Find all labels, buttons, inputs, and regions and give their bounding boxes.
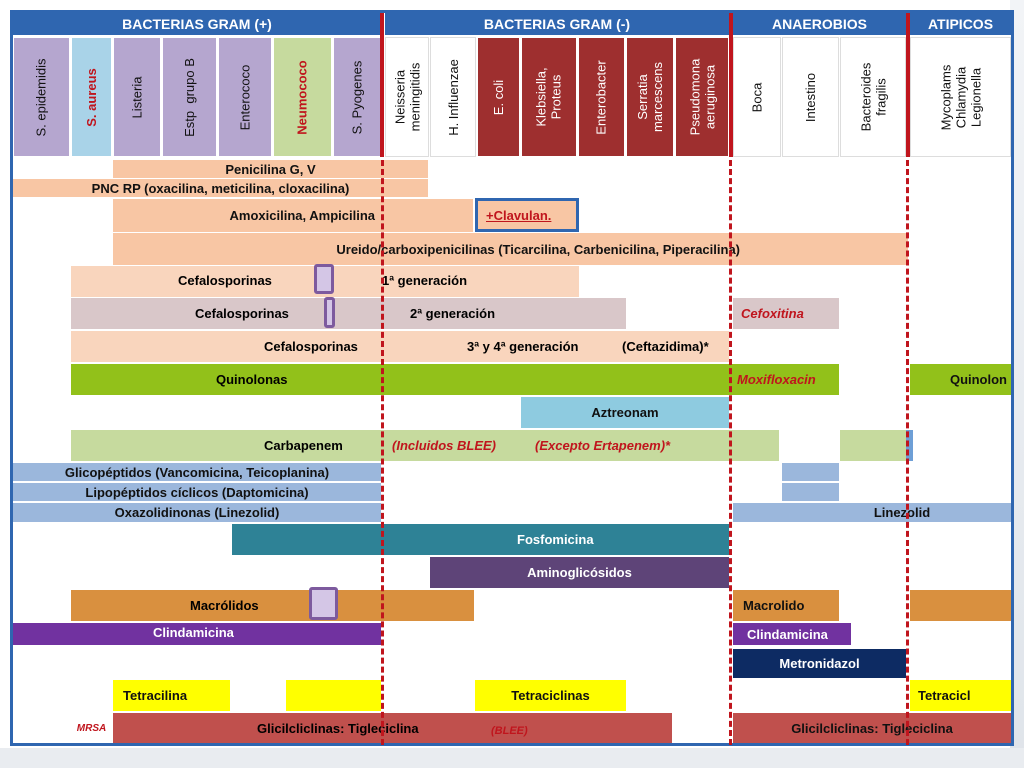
carbapenem-label: Carbapenem <box>264 438 343 453</box>
col-klebsiella: Klebsiella, Proteus <box>521 37 577 157</box>
cefa2-label: Cefalosporinas <box>195 306 289 321</box>
col-boca: Boca <box>733 37 781 157</box>
carbapenem-atipicos-tick <box>906 430 913 461</box>
cefa3-gen: 3ª y 4ª generación <box>467 339 579 354</box>
col-pseudomona: Pseudomona aeruginosa <box>675 37 729 157</box>
cefa1-label: Cefalosporinas <box>178 273 272 288</box>
fosfomicina-label: Fosfomicina <box>517 532 594 547</box>
header-anaerobios: ANAEROBIOS <box>733 13 906 35</box>
row-quinolonas <box>71 364 733 395</box>
col-estp-grupo-b: Estp grupo B <box>162 37 217 157</box>
metronidazol-cell: Metronidazol <box>733 649 906 678</box>
macrolido-atipicos-cell <box>910 590 1011 621</box>
divider-anaerobios-header <box>906 13 910 157</box>
glicilciclinas-label: Glicilcliclinas: Tigleciclina <box>257 721 419 736</box>
tetracicl-cell: Tetracicl <box>910 680 1011 711</box>
moxifloxacin-cell: Moxifloxacin <box>733 364 839 395</box>
macrolidos-label: Macrólidos <box>190 598 259 613</box>
col-s-pyogenes: S. Pyogenes <box>333 37 381 157</box>
row-cefa2 <box>71 298 626 329</box>
row-tetracilina: Tetracilina <box>113 680 230 711</box>
divider-gram-neg-header <box>729 13 733 157</box>
col-enterobacter: Enterobacter <box>578 37 625 157</box>
divider-anaerobios <box>906 160 909 745</box>
row-carbapenem <box>71 430 779 461</box>
divider-gram-neg <box>729 160 732 745</box>
cefa3-label: Cefalosporinas <box>264 339 358 354</box>
glicopeptidos-intestino-cell <box>782 463 839 481</box>
col-e-coli: E. coli <box>477 37 520 157</box>
row-amoxicilina: Amoxicilina, Ampicilina <box>113 199 473 232</box>
quinolonas-label: Quinolonas <box>216 372 288 387</box>
cefoxitina-cell: Cefoxitina <box>733 298 839 329</box>
col-s-aureus: S. aureus <box>71 37 112 157</box>
clavulan-box: +Clavulan. <box>475 198 579 232</box>
macrolido-cell: Macrolido <box>733 590 839 621</box>
header-gram-negative: BACTERIAS GRAM (-) <box>385 13 729 35</box>
carbapenem-bacteroides-cell <box>840 430 906 461</box>
ceftazidima-label: (Ceftazidima)* <box>622 339 709 354</box>
row-aztreonam: Aztreonam <box>521 397 729 428</box>
divider-gram-pos-header <box>380 13 384 157</box>
tetracilina-neumococo-cell <box>286 680 381 711</box>
header-gram-positive: BACTERIAS GRAM (+) <box>13 13 381 35</box>
glicilciclinas-right-cell: Glicilcliclinas: Tigleciclina <box>733 713 1011 743</box>
col-listeria: Listeria <box>113 37 161 157</box>
cefa1-gen: 1ª generación <box>382 273 468 288</box>
mrsa-cell: MRSA <box>71 713 112 743</box>
row-pnc-rp: PNC RP (oxacilina, meticilina, cloxacili… <box>13 179 428 197</box>
blee-included-label: (Incluidos BLEE) <box>392 438 496 453</box>
neumococo-marker-2 <box>324 297 335 328</box>
glicil-blee-label: (BLEE) <box>491 725 528 737</box>
row-fosfomicina <box>232 524 729 555</box>
row-oxazolidinonas: Oxazolidinonas (Linezolid) <box>13 503 381 522</box>
tetraciclinas-cell: Tetraciclinas <box>475 680 626 711</box>
col-mycoplasma: Mycoplams Chlamydia Legionella <box>910 37 1011 157</box>
col-serratia: Serratia marcescens <box>626 37 674 157</box>
col-neumococo: Neumococo <box>273 37 332 157</box>
col-enterococo: Enterococo <box>218 37 272 157</box>
clindamicina-cell: Clindamicina <box>733 623 851 645</box>
row-lipopeptidos: Lipopéptidos cíclicos (Daptomicina) <box>13 483 381 501</box>
col-bacteroides: Bacteroides fragilis <box>840 37 906 157</box>
row-penicilina: Penicilina G, V <box>113 160 428 178</box>
linezolid-cell: Linezolid <box>733 503 1011 522</box>
row-cefa3 <box>71 331 729 362</box>
neumococo-marker-1 <box>314 264 334 294</box>
col-h-influenzae: H. Influenzae <box>430 37 476 157</box>
row-glicopeptidos: Glicopéptidos (Vancomicina, Teicoplanina… <box>13 463 381 481</box>
col-intestino: Intestino <box>782 37 839 157</box>
row-glicilciclinas <box>113 713 672 743</box>
ertapenem-label: (Excepto Ertapenem)* <box>535 438 671 453</box>
row-macrolidos <box>71 590 474 621</box>
cefa2-gen: 2ª generación <box>410 306 496 321</box>
lipopeptidos-intestino-cell <box>782 483 839 501</box>
header-atipicos: ATIPICOS <box>910 13 1011 35</box>
row-ureido: Ureido/carboxipenicilinas (Ticarcilina, … <box>113 233 908 265</box>
col-s-epidemidis: S. epidemidis <box>13 37 70 157</box>
neumococo-marker-3 <box>309 587 338 620</box>
row-clindamicina: Clindamicina <box>13 623 381 645</box>
slide-bottom <box>0 748 1024 768</box>
row-aminoglucosidos: Aminoglicósidos <box>430 557 729 588</box>
col-neisseria: Neisseria meningitidis <box>385 37 429 157</box>
quinolon-cell: Quinolon <box>910 364 1011 395</box>
divider-gram-pos <box>381 160 384 745</box>
